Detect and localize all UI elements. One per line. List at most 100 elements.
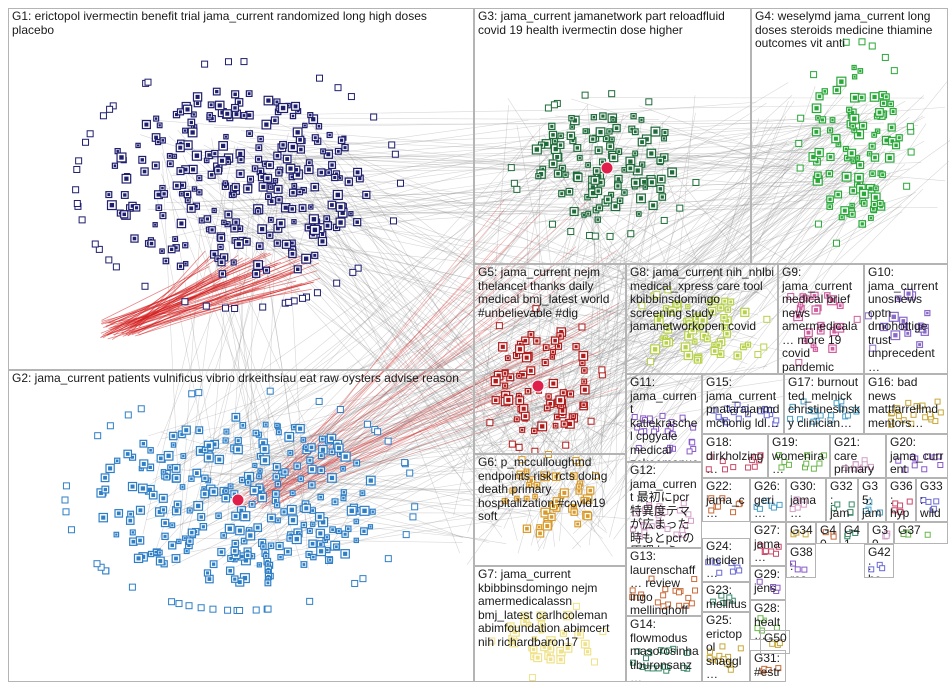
node-fill [670, 309, 675, 313]
node-fill [253, 167, 257, 170]
node-fill [873, 195, 878, 200]
group-label-g39: G39 [872, 523, 889, 544]
node-fill [313, 253, 317, 257]
node-fill [364, 193, 369, 197]
node-fill [166, 453, 171, 458]
edge [615, 262, 619, 484]
node [572, 457, 580, 465]
node-fill [697, 326, 701, 329]
node-fill [206, 455, 211, 460]
node-fill [606, 197, 610, 202]
node-fill [873, 155, 877, 160]
node-fill [511, 489, 514, 492]
group-box-g40: G40 [816, 522, 840, 544]
group-label-g38: G38: res… [790, 545, 813, 577]
node-fill [185, 549, 188, 553]
node-fill [541, 628, 544, 631]
node-fill [649, 180, 654, 185]
node [838, 398, 845, 405]
node-fill [860, 222, 864, 226]
node-fill [335, 545, 338, 549]
node-fill [526, 389, 530, 393]
node-fill [134, 206, 139, 210]
edge [267, 128, 834, 251]
node-fill [814, 348, 817, 351]
node-fill [275, 424, 278, 427]
node-fill [583, 369, 586, 372]
node-fill [858, 186, 864, 191]
edge [322, 171, 594, 493]
node-fill [644, 137, 649, 142]
node-fill [891, 110, 895, 114]
node-fill [329, 436, 334, 441]
node-fill [873, 133, 876, 137]
edge [758, 152, 855, 311]
node-fill [567, 190, 572, 194]
node [252, 606, 260, 614]
node-fill [742, 345, 745, 349]
edge [335, 209, 586, 226]
node-fill [140, 467, 143, 470]
node [647, 358, 655, 366]
node-fill [852, 95, 857, 100]
node-fill [320, 519, 326, 525]
edge [147, 208, 609, 216]
node-fill [298, 138, 302, 142]
node [354, 264, 362, 272]
group-label-g16: G16: bad news mattfarrellmd mentors… [868, 375, 942, 430]
node-fill [123, 193, 127, 197]
node-fill [197, 428, 201, 432]
node-fill [590, 191, 596, 196]
group-label-g40: G40 [820, 523, 837, 544]
edge [504, 186, 543, 373]
node-fill [225, 430, 228, 433]
node-fill [508, 624, 513, 629]
node-fill [894, 143, 898, 147]
node-fill [746, 343, 750, 346]
node-fill [283, 205, 288, 210]
edge-red [258, 199, 505, 509]
node-fill [368, 478, 373, 483]
node-fill [583, 642, 588, 646]
node-fill [560, 192, 564, 196]
node [685, 594, 692, 601]
node-fill [558, 657, 563, 662]
node-fill [811, 154, 816, 160]
node-fill [252, 488, 257, 493]
node-fill [521, 406, 526, 411]
node [715, 413, 722, 420]
node-fill [710, 309, 714, 313]
edge [498, 138, 807, 338]
node-fill [658, 158, 662, 163]
node-fill [211, 562, 216, 566]
node-fill [202, 492, 207, 496]
hub-node [531, 379, 545, 393]
node [645, 98, 653, 106]
node-fill [610, 138, 613, 141]
node-fill [184, 244, 187, 247]
node-fill [264, 554, 268, 558]
node [97, 563, 105, 571]
edge [760, 80, 948, 312]
node [572, 602, 580, 610]
node-fill [696, 358, 700, 362]
node-fill [860, 95, 864, 100]
edge [302, 158, 593, 466]
edge-red [260, 308, 604, 510]
node-fill [542, 645, 547, 649]
group-label-g30: G30: jama… res… [790, 479, 819, 521]
node-fill [213, 209, 216, 212]
node-fill [596, 148, 601, 153]
edge [599, 350, 679, 460]
group-label-g34: G34 [790, 523, 813, 537]
node-fill [140, 486, 145, 491]
node-fill [358, 176, 362, 181]
node-fill [327, 171, 331, 174]
node-fill [608, 144, 612, 149]
edge [208, 203, 583, 468]
node-fill [232, 549, 237, 553]
node-fill [233, 92, 237, 97]
edge-red [274, 309, 511, 509]
group-label-g25: G25: erictopol snaggl… [706, 613, 743, 681]
node-fill [275, 226, 280, 231]
